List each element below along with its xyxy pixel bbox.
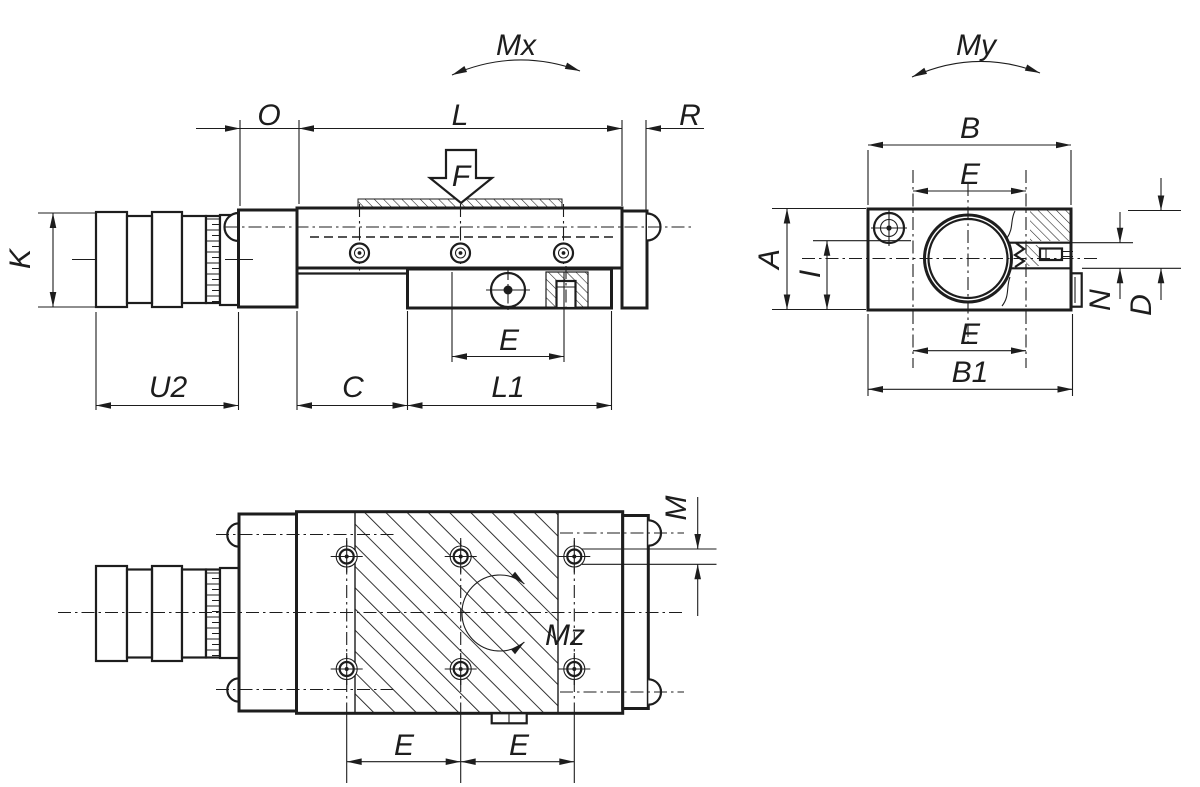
mount-block: [237, 208, 299, 309]
dim-label-k: K: [4, 247, 37, 269]
side-view: F Mx O L R K E: [4, 29, 704, 410]
section-hatch: [1026, 245, 1042, 266]
section-hatch: [1030, 210, 1070, 241]
dim-label-e: E: [509, 729, 530, 762]
dim-e-end-bottom: E: [913, 318, 1026, 355]
dim-label-l: L: [452, 99, 469, 132]
dim-u2-c-l1: U2 C L1: [95, 311, 613, 410]
knob-ring: [125, 214, 154, 305]
dim-label-d: D: [1125, 294, 1158, 316]
dim-label-i: I: [794, 270, 827, 278]
moment-y-arc: [911, 60, 1041, 78]
dim-label-o: O: [257, 99, 280, 132]
dim-label-e: E: [960, 158, 981, 191]
dim-e-e-top-view: E E: [346, 729, 575, 766]
dim-e-end-top: E: [913, 158, 1026, 195]
end-view: My B E A I N D: [753, 29, 1181, 396]
dim-label-e: E: [499, 324, 520, 357]
dim-label-a: A: [753, 249, 786, 271]
mounting-hole: [330, 653, 363, 685]
dim-b: B: [867, 112, 1072, 205]
dim-o-l-r: O L R: [196, 99, 704, 210]
top-view: Mz M E E: [58, 496, 717, 783]
dim-a-i: A I: [753, 207, 866, 311]
mounting-hole: [444, 653, 477, 685]
plunger-axis-lines: [216, 532, 684, 693]
corner-screw: [871, 210, 907, 246]
knurled-ring: [150, 564, 184, 663]
mounting-hole: [444, 540, 477, 573]
thimble-body: [180, 214, 208, 305]
dim-label-e: E: [394, 729, 415, 762]
moment-z-arc: [461, 571, 525, 655]
knurled-ring: [150, 210, 184, 309]
label-force: F: [452, 160, 472, 193]
dim-label-n: N: [1084, 289, 1117, 311]
knob-ring: [125, 568, 154, 659]
scale-ticks: [206, 572, 220, 657]
scale-ticks: [206, 218, 220, 303]
knurled-knob: [94, 210, 129, 309]
dim-k: K: [4, 212, 95, 308]
mounting-holes-top: [330, 540, 591, 685]
dim-m: M: [582, 496, 717, 616]
dim-label-r: R: [679, 99, 701, 132]
clamp-slot: [1007, 241, 1071, 270]
side-tab: [1070, 272, 1083, 308]
dim-e-side: E: [451, 272, 565, 362]
mounting-holes-side: [348, 242, 575, 264]
dim-label-l1: L1: [491, 371, 524, 404]
clamp-screw-shank: [1062, 250, 1073, 258]
clamp-spring: [1013, 242, 1026, 268]
label-moment-y: My: [956, 29, 998, 62]
clamp-screw: [1038, 247, 1064, 262]
force-arrow: [426, 148, 496, 205]
knurled-knob: [94, 564, 129, 663]
dim-label-b1: B1: [952, 356, 989, 389]
dim-label-c: C: [342, 371, 364, 404]
mounting-hole: [330, 540, 363, 573]
thimble-body: [180, 568, 208, 659]
dim-b1: B1: [867, 314, 1074, 396]
moment-x-arc: [451, 59, 581, 76]
dim-label-u2: U2: [149, 371, 188, 404]
table-plate-hatch: [354, 511, 559, 715]
mounting-hole: [558, 653, 591, 685]
dim-label-b: B: [960, 112, 980, 145]
micrometer-head: [94, 210, 240, 309]
break-lines: [1001, 210, 1016, 307]
end-plate: [620, 209, 649, 310]
dim-label-e: E: [960, 318, 981, 351]
micrometer-head-top: [94, 564, 241, 663]
mounting-hole: [558, 540, 591, 573]
dim-label-m: M: [660, 496, 693, 521]
e-extension-lines: [346, 713, 575, 783]
label-moment-x: Mx: [496, 29, 537, 62]
label-moment-z: Mz: [545, 619, 585, 652]
dim-n-d: N D: [1064, 178, 1181, 316]
